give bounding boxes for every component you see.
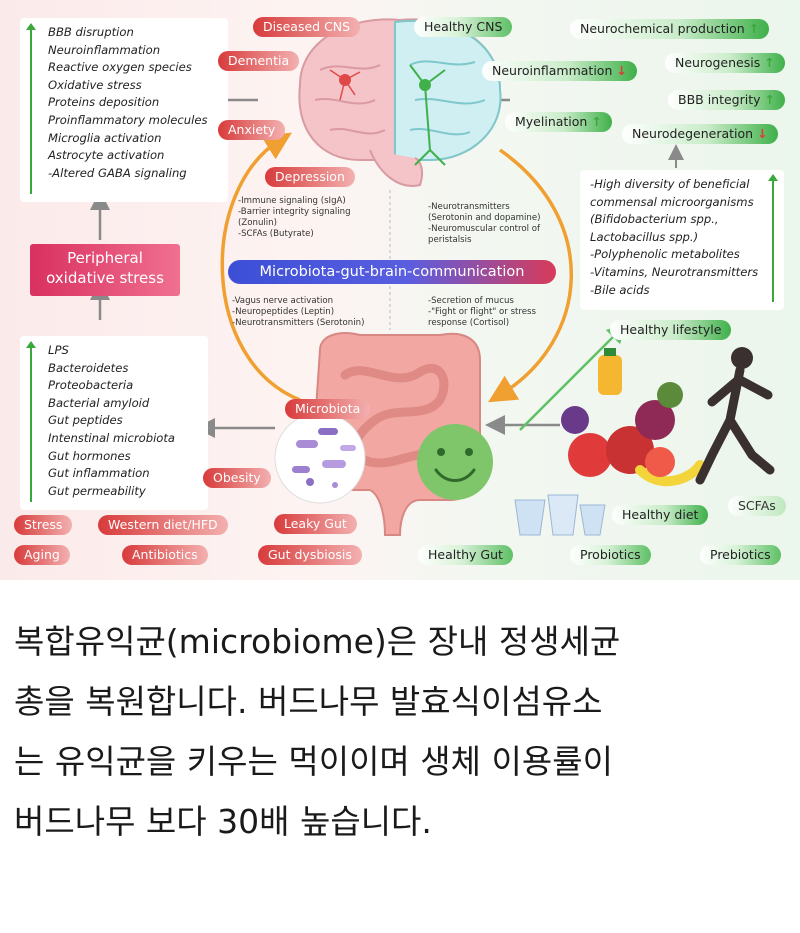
- smiley-face-icon: [417, 424, 493, 500]
- orange-arc-right: [488, 148, 573, 403]
- note-line: -Neurotransmitters (Serotonin): [232, 318, 365, 328]
- note-line: (Serotonin and dopamine): [428, 213, 541, 223]
- note-line: -Neuromuscular control of: [428, 224, 541, 234]
- peripheral-line-1: Peripheral: [67, 249, 143, 267]
- gut-factor-item: Intenstinal microbiota: [48, 430, 176, 445]
- healthy-gut-label: Healthy Gut: [418, 545, 513, 565]
- gut-factor-item: Proteobacteria: [48, 378, 134, 393]
- healthy-diet-label: Healthy diet: [612, 505, 709, 525]
- mid-right-top-notes: -Neurotransmitters(Serotonin and dopamin…: [428, 202, 541, 246]
- microbiota-illustration: [274, 412, 366, 504]
- fruit-illustration: [561, 348, 705, 487]
- cns-effect-item: Neuroinflammation: [48, 42, 161, 57]
- note-line: -Neurotransmitters: [428, 202, 510, 212]
- cns-effect-item: -Altered GABA signaling: [48, 165, 187, 180]
- mid-right-bottom-notes: -Secretion of mucus-"Fight or flight" or…: [428, 296, 536, 329]
- note-line: -"Fight or flight" or stress: [428, 307, 536, 317]
- note-line: -SCFAs (Butyrate): [238, 229, 314, 239]
- diseased-cns-label: Diseased CNS: [253, 17, 361, 37]
- healthy-microbiome-list: -High diversity of beneficial commensal m…: [580, 170, 784, 310]
- cns-effect-item: Proteins deposition: [48, 95, 160, 110]
- runner-illustration: [695, 347, 775, 485]
- leaky-gut-label: Leaky Gut: [274, 514, 357, 534]
- cns-effect-item: BBB disruption: [48, 25, 134, 39]
- cns-effect-item: Astrocyte activation: [48, 148, 165, 163]
- microbiota-label: Microbiota: [285, 399, 371, 419]
- note-line: -Neuropeptides (Leptin): [232, 307, 335, 317]
- neurogenesis-label: Neurogenesis ↑: [665, 53, 785, 73]
- stress-label: Stress: [14, 515, 73, 535]
- cns-effect-item: Microglia activation: [48, 130, 162, 145]
- anxiety-label: Anxiety: [218, 120, 286, 140]
- gut-factor-item: Bacteroidetes: [48, 360, 129, 375]
- aging-label: Aging: [14, 545, 70, 565]
- healthy-microbiome-item: -Bile acids: [590, 282, 650, 297]
- brain-illustration: [298, 18, 502, 187]
- healthy-microbiome-item: -Vitamins, Neurotransmitters: [590, 264, 759, 279]
- mid-left-top-notes: -Immune signaling (sIgA)-Barrier integri…: [238, 196, 351, 240]
- healthy-microbiome-item: (Bifidobacterium spp.,: [590, 212, 719, 227]
- mid-left-bottom-notes: -Vagus nerve activation-Neuropeptides (L…: [232, 296, 364, 329]
- scfas-label: SCFAs: [728, 496, 786, 516]
- dementia-label: Dementia: [218, 51, 300, 71]
- healthy-microbiome-item: commensal microorganisms: [590, 194, 754, 209]
- neurodegeneration-label: Neurodegeneration ↓: [622, 124, 778, 144]
- cns-effect-item: Reactive oxygen species: [48, 60, 192, 75]
- healthy-microbiome-item: -High diversity of beneficial: [590, 177, 750, 191]
- probiotics-label: Probiotics: [570, 545, 651, 565]
- western-diet-label: Western diet/HFD: [98, 515, 228, 535]
- depression-label: Depression: [265, 167, 355, 187]
- gut-factor-item: Gut permeability: [48, 483, 146, 498]
- note-line: (Zonulin): [238, 218, 277, 228]
- gut-dysbiosis-label: Gut dysbiosis: [258, 545, 362, 565]
- gut-factor-item: Gut hormones: [48, 448, 131, 463]
- note-line: -Immune signaling (sIgA): [238, 196, 346, 206]
- caption-line: 는 유익균을 키우는 먹이이며 생체 이용률이: [14, 742, 613, 781]
- cns-effect-item: Oxidative stress: [48, 77, 142, 92]
- note-line: -Vagus nerve activation: [232, 296, 334, 306]
- orange-arc-left: [220, 132, 301, 402]
- microbiota-gut-brain-banner: Microbiota-gut-brain-communication: [228, 260, 556, 284]
- neuroinflammation-label: Neuroinflammation ↓: [482, 61, 637, 81]
- caption-line: 복합유익균(microbiome)은 장내 정생세균: [14, 622, 621, 661]
- gut-factor-item: Bacterial amyloid: [48, 395, 150, 410]
- caption-line: 총을 복원합니다. 버드나무 발효식이섬유소: [14, 682, 603, 721]
- yogurt-illustration: [514, 494, 606, 536]
- bbb-integrity-label: BBB integrity ↑: [668, 90, 786, 110]
- healthy-lifestyle-label: Healthy lifestyle: [610, 320, 732, 340]
- gut-factor-item: Gut peptides: [48, 413, 123, 428]
- note-line: -Barrier integrity signaling: [238, 207, 351, 217]
- healthy-microbiome-item: Lactobacillus spp.): [590, 229, 699, 244]
- flow-arrows: [90, 18, 775, 536]
- prebiotics-label: Prebiotics: [700, 545, 781, 565]
- peripheral-line-2: oxidative stress: [46, 269, 164, 287]
- gut-factor-item: LPS: [48, 343, 69, 357]
- note-line: response (Cortisol): [428, 318, 510, 328]
- myelination-label: Myelination ↑: [505, 112, 612, 132]
- healthy-microbiome-item: -Polyphenolic metabolites: [590, 247, 740, 262]
- antibiotics-label: Antibiotics: [122, 545, 208, 565]
- neurochemical-production-label: Neurochemical production ↑: [570, 19, 770, 39]
- caption-line: 버드나무 보다 30배 높습니다.: [14, 802, 432, 841]
- healthy-cns-label: Healthy CNS: [414, 17, 513, 37]
- obesity-label: Obesity: [203, 468, 271, 488]
- peripheral-oxidative-stress-box: Peripheral oxidative stress: [30, 244, 180, 296]
- gut-factor-item: Gut inflammation: [48, 466, 150, 481]
- note-line: -Secretion of mucus: [428, 296, 514, 306]
- note-line: peristalsis: [428, 235, 472, 245]
- cns-effect-item: Proinflammatory molecules: [48, 112, 208, 127]
